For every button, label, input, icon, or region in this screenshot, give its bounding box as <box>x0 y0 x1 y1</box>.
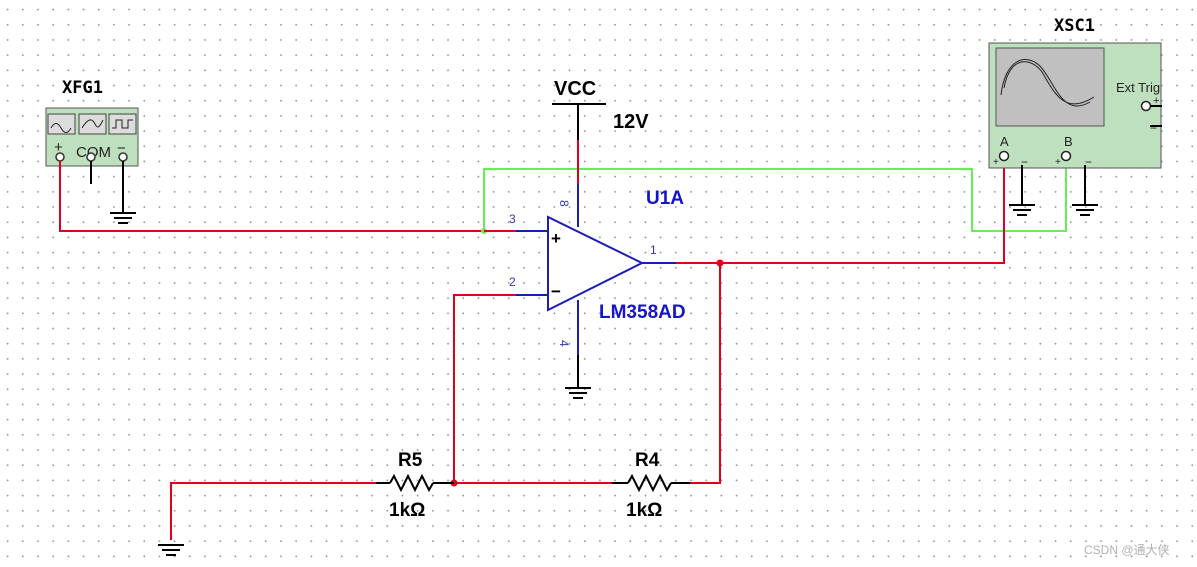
pin-number-3: 3 <box>509 212 516 226</box>
channel-b-wire[interactable] <box>483 160 1067 232</box>
opamp-minus-symbol: − <box>551 282 561 301</box>
oscilloscope-ref: XSC1 <box>1054 16 1095 36</box>
channel-a-minus: − <box>1021 155 1028 169</box>
sine-wave-icon[interactable] <box>47 113 76 135</box>
opamp-plus-symbol: + <box>551 229 561 248</box>
resistor-r5[interactable]: R5 1kΩ <box>376 450 454 521</box>
output-wire[interactable] <box>676 160 1005 264</box>
ext-trig-terminal[interactable] <box>1140 100 1152 112</box>
resistor-r4-ref: R4 <box>635 450 660 471</box>
channel-b-plus: + <box>1055 157 1061 168</box>
pin-number-8: 8 <box>557 200 571 207</box>
fg-minus-label: − <box>117 140 126 157</box>
channel-a-terminal[interactable] <box>998 150 1010 162</box>
channel-b-ground <box>1072 165 1098 216</box>
channel-a-plus: + <box>993 157 999 168</box>
vcc-source[interactable]: VCC 12V <box>552 78 649 140</box>
function-generator-ref: XFG1 <box>62 78 103 98</box>
vcc-value: 12V <box>613 111 649 133</box>
pin-number-4: 4 <box>557 340 571 347</box>
opamp-part: LM358AD <box>599 302 686 323</box>
pin-number-2: 2 <box>509 275 516 289</box>
fg-plus-terminal[interactable] <box>55 152 65 162</box>
opamp-body[interactable] <box>547 215 645 312</box>
channel-b-minus: − <box>1085 155 1092 169</box>
ext-trig-plus: + <box>1153 95 1159 107</box>
fg-com-label: COM <box>76 144 111 161</box>
resistor-r4-value: 1kΩ <box>626 500 662 521</box>
trace-a <box>1000 59 1091 107</box>
function-generator[interactable]: XFG1 + COM − <box>45 78 139 184</box>
triangle-wave-icon[interactable] <box>78 113 107 135</box>
pin-number-1: 1 <box>650 243 657 257</box>
channel-b-label: B <box>1064 134 1073 149</box>
ground-return-wire[interactable] <box>170 482 376 540</box>
resistor-r4[interactable]: R4 1kΩ <box>612 450 690 521</box>
trace-b <box>1003 61 1095 105</box>
resistor-r4-symbol <box>627 473 672 493</box>
channel-a-ground <box>1009 165 1035 216</box>
inverting-wire[interactable] <box>453 294 516 483</box>
opamp-ref: U1A <box>646 188 684 209</box>
opamp-ground <box>565 355 591 399</box>
fg-com-terminal[interactable] <box>86 152 96 162</box>
fg-minus-terminal[interactable] <box>118 152 128 162</box>
opamp[interactable]: + − 3 2 1 8 4 U1A LM358AD <box>509 184 686 355</box>
channel-a-label: A <box>1000 134 1009 149</box>
oscilloscope-screen <box>995 47 1105 127</box>
square-wave-icon[interactable] <box>108 113 137 135</box>
input-wire[interactable] <box>59 161 484 232</box>
fg-ground <box>110 161 136 224</box>
feedback-wire[interactable] <box>690 263 721 484</box>
resistor-r5-ref: R5 <box>398 450 423 471</box>
oscilloscope[interactable]: XSC1 Ext Trig + − A B + − + − <box>988 16 1162 169</box>
fg-plus-label: + <box>54 139 63 156</box>
bottom-ground <box>158 544 184 556</box>
resistor-r5-value: 1kΩ <box>389 500 425 521</box>
ext-trig-label: Ext Trig <box>1116 80 1160 95</box>
ext-trig-minus: − <box>1150 121 1157 135</box>
channel-b-terminal[interactable] <box>1060 150 1072 162</box>
vcc-label: VCC <box>554 78 596 100</box>
resistor-r5-symbol <box>389 473 434 493</box>
watermark: CSDN @通大侠 <box>1084 543 1170 557</box>
